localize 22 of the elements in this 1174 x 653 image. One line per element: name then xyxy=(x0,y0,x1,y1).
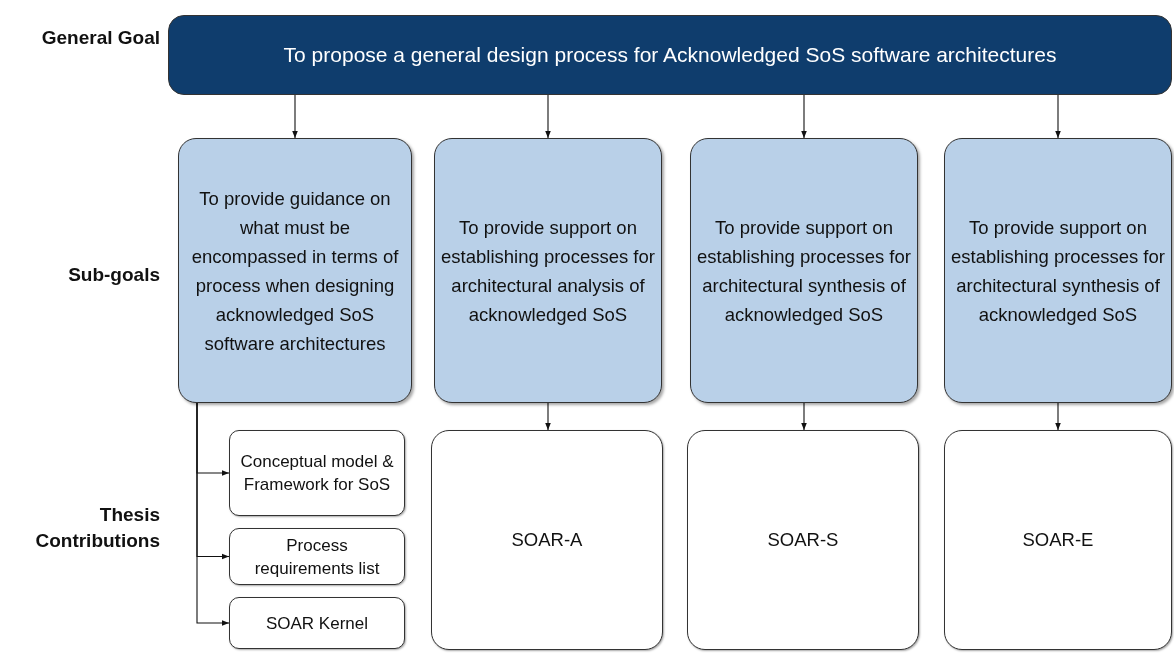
arrow xyxy=(196,402,230,626)
row-label: Thesis Contributions xyxy=(34,503,160,553)
arrow xyxy=(1055,94,1061,139)
subgoal-box: To provide support on establishing processes for architectural synthesis of acknowledged SoS xyxy=(944,138,1172,403)
contribution-box: SOAR-E xyxy=(944,430,1172,650)
arrow xyxy=(801,94,807,139)
contribution-box: Process requirements list xyxy=(229,528,405,585)
arrow xyxy=(292,94,298,139)
arrow xyxy=(545,402,551,431)
contribution-box: SOAR Kernel xyxy=(229,597,405,649)
row-label: General Goal xyxy=(40,26,160,50)
subgoal-box: To provide support on establishing processes for architectural synthesis of acknowledged SoS xyxy=(690,138,918,403)
row-label: Sub-goals xyxy=(67,263,160,287)
contribution-box: SOAR-A xyxy=(431,430,663,650)
subgoal-box: To provide support on establishing processes for architectural analysis of acknowledged SoS xyxy=(434,138,662,403)
arrow xyxy=(801,402,807,431)
goal-box: To propose a general design process for Acknowledged SoS software architectures xyxy=(168,15,1172,95)
subgoal-box: To provide guidance on what must be encompassed in terms of process when designing acknowledged SoS software architectures xyxy=(178,138,412,403)
contribution-box: Conceptual model & Framework for SoS xyxy=(229,430,405,516)
arrow xyxy=(545,94,551,139)
arrow xyxy=(1055,402,1061,431)
contribution-box: SOAR-S xyxy=(687,430,919,650)
